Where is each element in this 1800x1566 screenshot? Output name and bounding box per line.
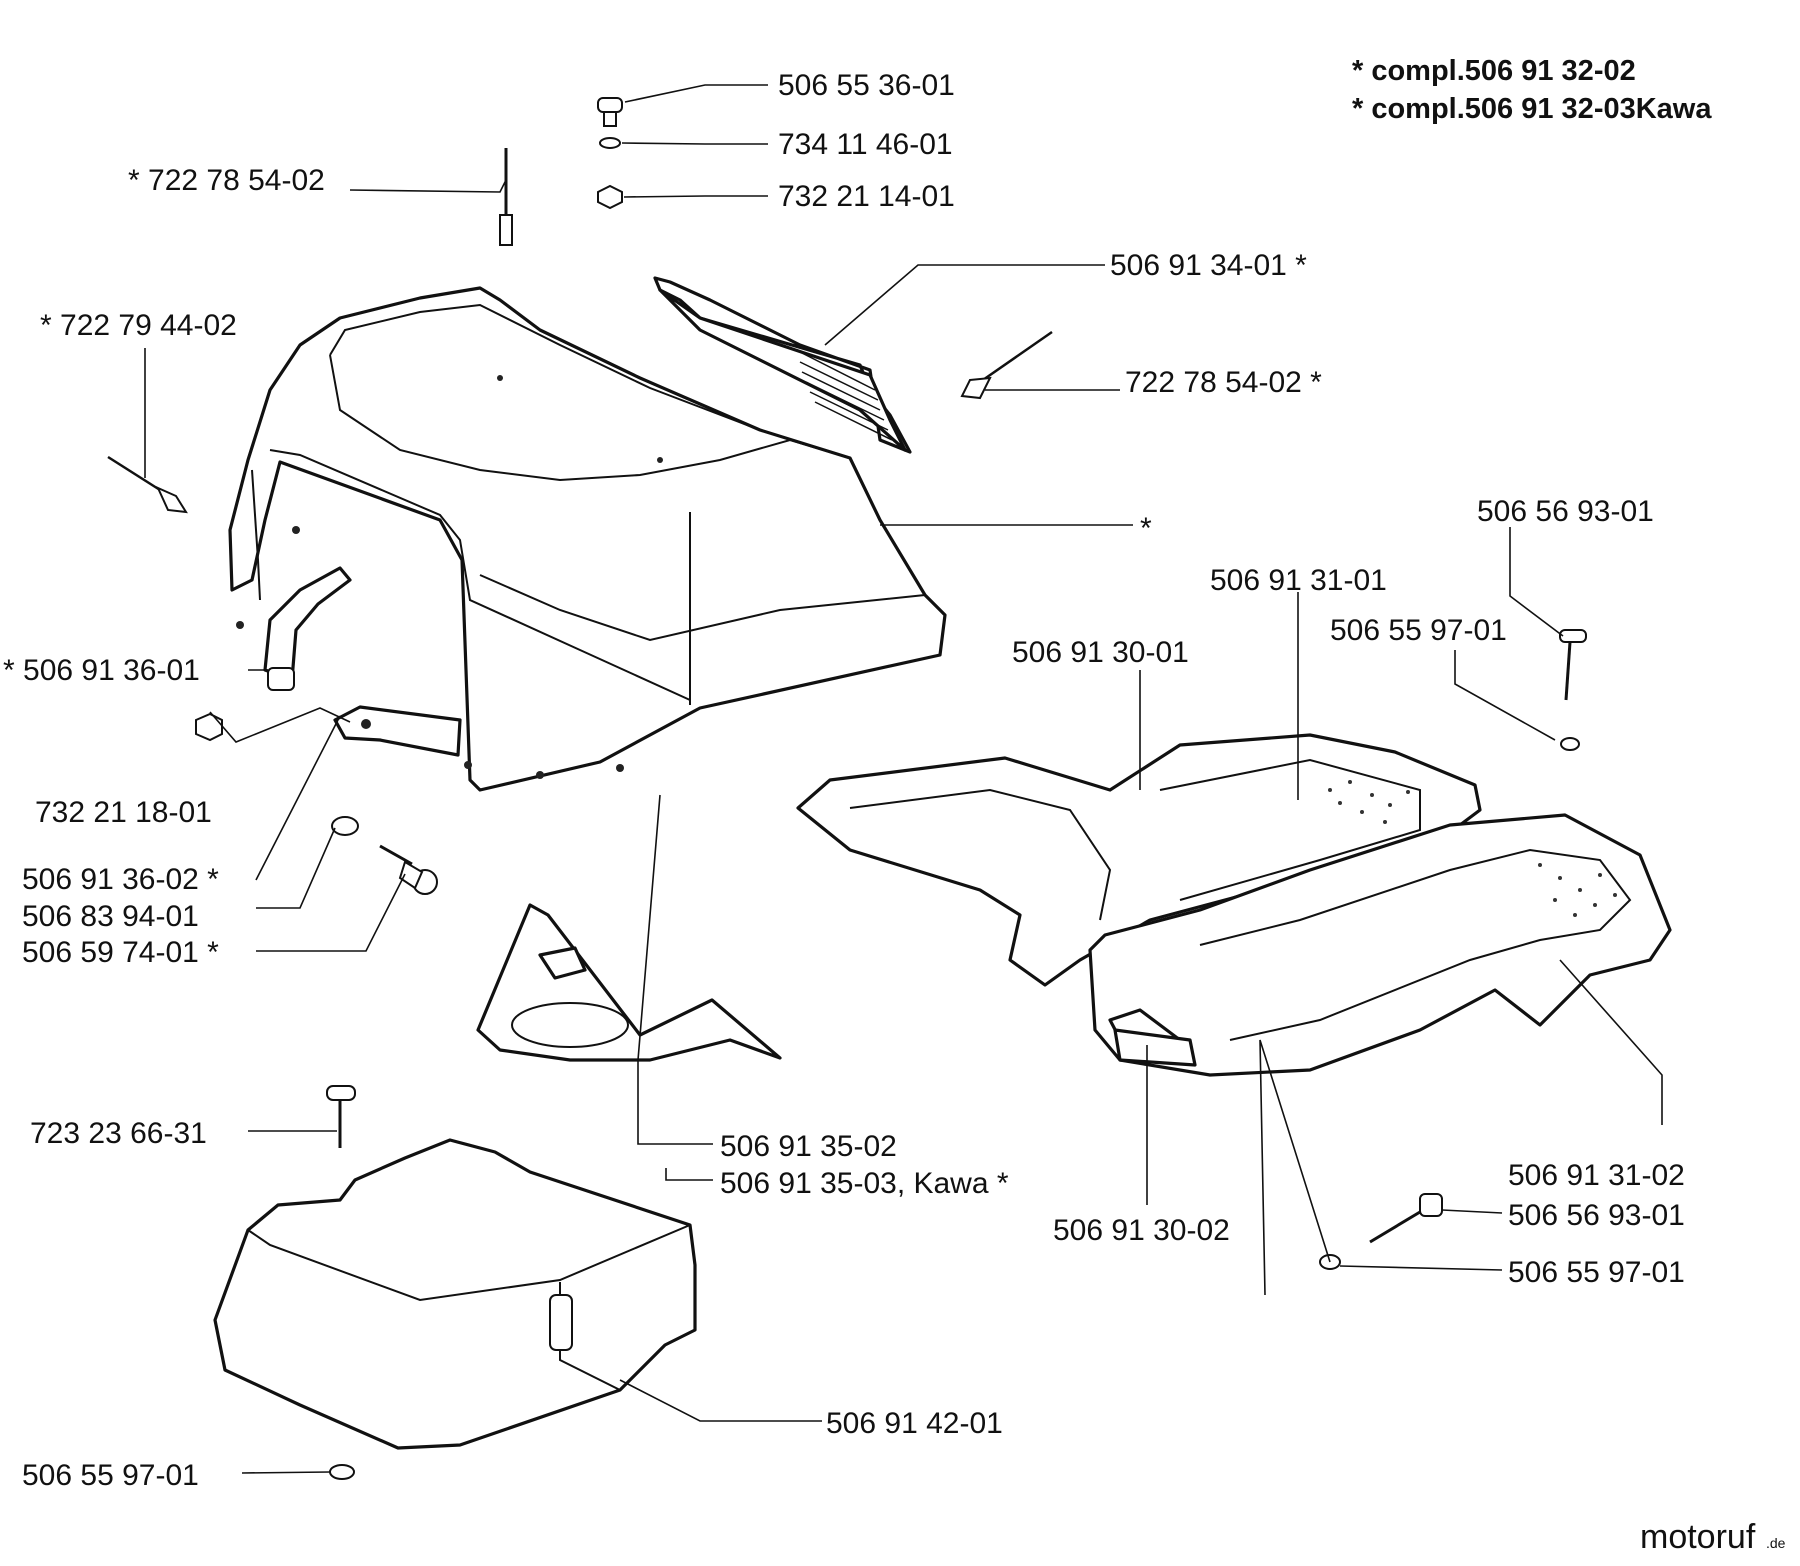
grip-texture: [1328, 780, 1617, 917]
label-732-21-14-01: 732 21 14-01: [778, 180, 955, 213]
label-506-91-30-01: 506 91 30-01: [1012, 636, 1189, 669]
watermark-brand: motoruf: [1640, 1518, 1756, 1556]
label-506-91-31-01: 506 91 31-01: [1210, 564, 1387, 597]
watermark-logo: motoruf .de: [1640, 1518, 1786, 1556]
screw-footrest-bottom: [1319, 1193, 1443, 1270]
leader-lines: [144, 84, 1663, 1474]
assembly-note-line-1: * compl.506 91 32-02: [1352, 55, 1636, 87]
rivet-pin-left: [107, 455, 188, 514]
hinge-bracket-lower: [333, 705, 462, 757]
label-506-91-36-01: * 506 91 36-01: [3, 654, 200, 687]
label-722-78-54-02-top: * 722 78 54-02: [128, 164, 325, 197]
label-506-59-74-01: 506 59 74-01 *: [22, 936, 219, 969]
battery-cover: [213, 1138, 697, 1450]
label-734-11-46-01: 734 11 46-01: [778, 128, 953, 161]
rivet-pin-top: [499, 148, 513, 246]
label-506-55-97-01-top: 506 55 97-01: [1330, 614, 1507, 647]
nut-left: [195, 712, 223, 742]
label-506-91-34-01: 506 91 34-01 *: [1110, 249, 1307, 282]
label-506-56-93-01-bottom: 506 56 93-01: [1508, 1199, 1685, 1232]
watermark-tld: .de: [1766, 1535, 1786, 1551]
label-506-91-31-02: 506 91 31-02: [1508, 1159, 1685, 1192]
label-506-55-97-01-right: 506 55 97-01: [1508, 1256, 1685, 1289]
label-723-23-66-31: 723 23 66-31: [30, 1117, 207, 1150]
screw-footrest-top: [1559, 629, 1587, 751]
label-732-21-18-01: 732 21 18-01: [35, 796, 212, 829]
label-722-78-54-02-right: 722 78 54-02 *: [1125, 366, 1322, 399]
label-506-56-93-01-top: 506 56 93-01: [1477, 495, 1654, 528]
label-506-91-42-01: 506 91 42-01: [826, 1407, 1003, 1440]
top-bolt-stack: [597, 97, 623, 210]
label-asterisk-hood: *: [1140, 512, 1152, 545]
vent-grille: [653, 276, 912, 454]
hinge-bracket-upper: [263, 566, 352, 691]
chassis-pan: [476, 903, 782, 1062]
rivet-pin-right: [960, 330, 1053, 400]
label-506-91-30-02: 506 91 30-02: [1053, 1214, 1230, 1247]
label-506-83-94-01: 506 83 94-01: [22, 900, 199, 933]
hood-cover: [228, 286, 947, 792]
part-labels: 506 55 36-01 734 11 46-01 732 21 14-01 *…: [3, 69, 1685, 1492]
right-footrest: [1088, 813, 1672, 1077]
battery-washer: [329, 1464, 355, 1480]
label-506-91-36-02: 506 91 36-02 *: [22, 863, 219, 896]
label-506-91-35-03-kawa: 506 91 35-03, Kawa *: [720, 1167, 1009, 1200]
label-506-91-35-02: 506 91 35-02: [720, 1130, 897, 1163]
label-506-55-36-01: 506 55 36-01: [778, 69, 955, 102]
label-506-55-97-01-bottom: 506 55 97-01: [22, 1459, 199, 1492]
washer-bolt-left: [331, 816, 438, 895]
battery-screw-top: [326, 1085, 356, 1148]
label-722-79-44-02: * 722 79 44-02: [40, 309, 237, 342]
assembly-note-line-2: * compl.506 91 32-03Kawa: [1352, 93, 1712, 125]
